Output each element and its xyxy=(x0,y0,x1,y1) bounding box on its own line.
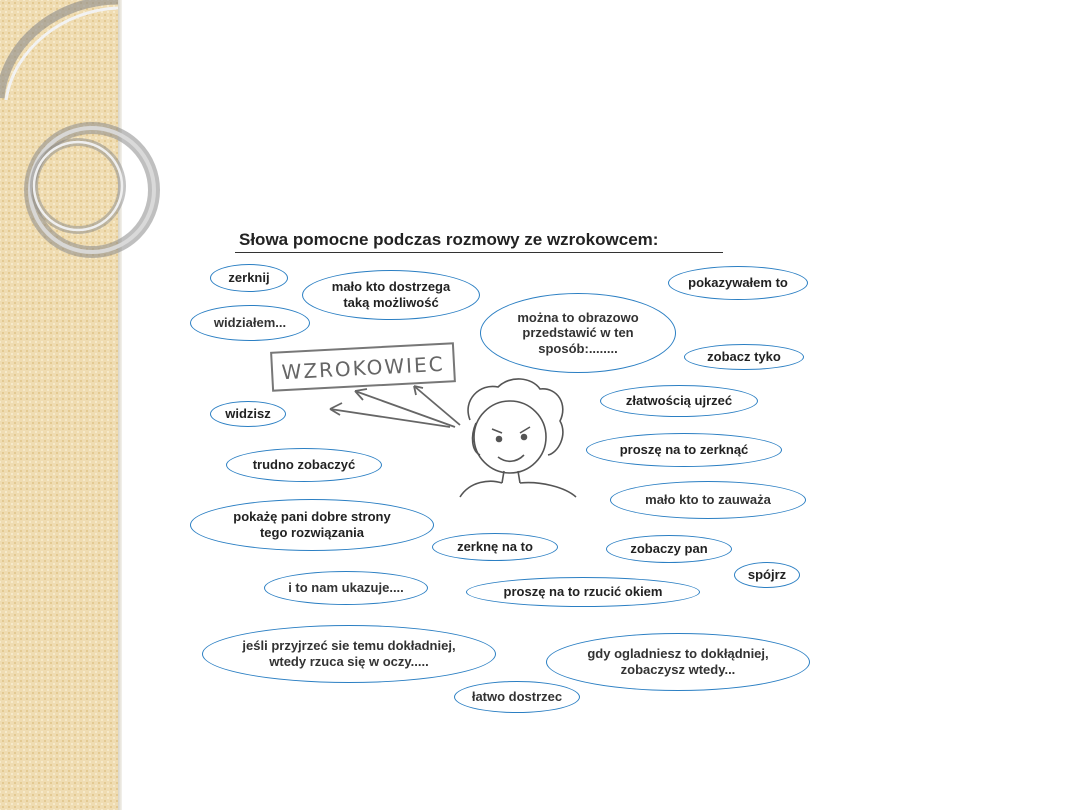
bubble-pokaze-pani: pokażę pani dobre strony tego rozwiązani… xyxy=(190,499,434,551)
bubble-zlatwoscia-ujrzec: złatwością ujrzeć xyxy=(600,385,758,417)
bubble-zobacz-tyko: zobacz tyko xyxy=(684,344,804,370)
bubble-prosze-na-to-zerknac: proszę na to zerknąć xyxy=(586,433,782,467)
illustration: WZROKOWIEC xyxy=(270,342,577,498)
bubble-pokazywalem-to: pokazywałem to xyxy=(668,266,808,300)
person-face-icon xyxy=(459,378,577,498)
page-title: Słowa pomocne podczas rozmowy ze wzrokow… xyxy=(235,230,723,253)
bubble-prosze-na-to-rzucic-okiem: proszę na to rzucić okiem xyxy=(466,577,700,607)
bubble-zerknij: zerknij xyxy=(210,264,288,292)
bubble-mozna-to-obrazowo: można to obrazowo przedstawić w ten spos… xyxy=(480,293,676,373)
bubble-trudno-zobaczyc: trudno zobaczyć xyxy=(226,448,382,482)
bubble-i-to-nam-ukazuje: i to nam ukazuje.... xyxy=(264,571,428,605)
mind-map: Słowa pomocne podczas rozmowy ze wzrokow… xyxy=(180,215,830,735)
bubble-malo-kto-to-zauwaza: mało kto to zauważa xyxy=(610,481,806,519)
bubble-widzialem: widziałem... xyxy=(190,305,310,341)
bubble-malo-kto-dostrzega: mało kto dostrzega taką możliwość xyxy=(302,270,480,320)
bubble-latwo-dostrzec: łatwo dostrzec xyxy=(454,681,580,713)
bubble-zobaczy-pan: zobaczy pan xyxy=(606,535,732,563)
bubble-gdy-ogladniesz: gdy ogladniesz to dokłądniej, zobaczysz … xyxy=(546,633,810,691)
decorative-rings xyxy=(0,0,160,258)
arrows-icon xyxy=(329,385,461,428)
bubble-zerkne-na-to: zerknę na to xyxy=(432,533,558,561)
bubble-jesli-przyjrzec: jeśli przyjrzeć sie temu dokładniej, wte… xyxy=(202,625,496,683)
bubble-widzisz: widzisz xyxy=(210,401,286,427)
sign-board xyxy=(270,342,456,392)
side-band-edge xyxy=(118,0,122,810)
bubble-spojrz: spójrz xyxy=(734,562,800,588)
